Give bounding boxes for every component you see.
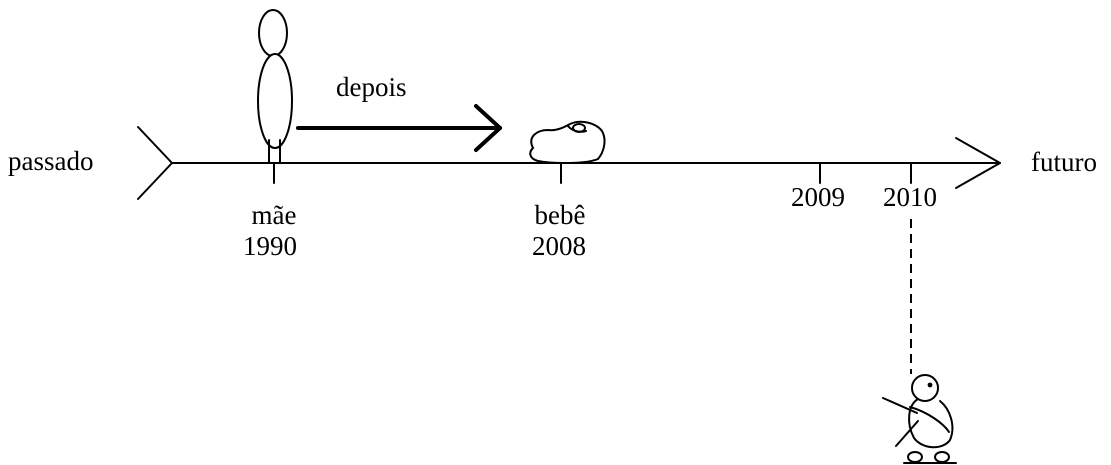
axis-arrowhead-icon (955, 137, 1001, 189)
axis-tail-icon (137, 126, 173, 200)
after-arrow-icon (296, 104, 502, 152)
mother-figure-icon (257, 9, 293, 164)
past-label: passado (8, 146, 93, 176)
future-label: futuro (1031, 147, 1097, 177)
marker-2010-year: 2010 (883, 182, 937, 212)
after-label: depois (336, 72, 407, 102)
child-figure-icon (882, 374, 957, 464)
marker-2008-year: 2008 (532, 231, 586, 261)
marker-2009-year: 2009 (791, 182, 845, 212)
baby-figure-icon (529, 120, 606, 165)
marker-baby-label: bebê (535, 200, 586, 230)
marker-1990-year: 1990 (243, 231, 297, 261)
marker-mother-label: mãe (252, 200, 297, 230)
